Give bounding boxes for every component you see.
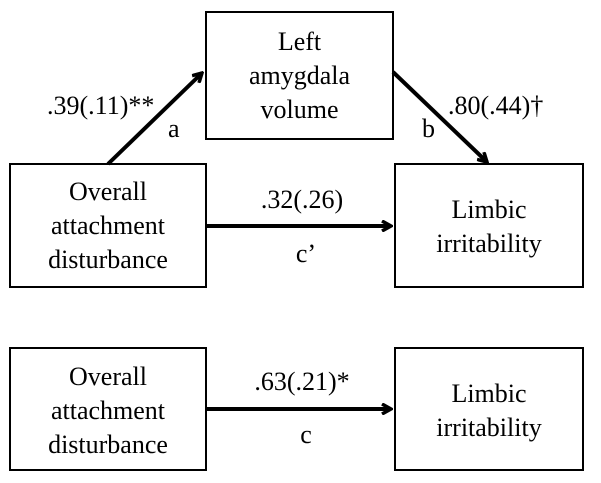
path-a-arrow: [106, 73, 202, 166]
path-c-prime-label: c’: [296, 239, 316, 268]
path-b: .80(.44)† b: [391, 70, 543, 162]
total-outcome-label-line-2: irritability: [436, 413, 541, 442]
mediator-label-line-2: amygdala: [249, 61, 351, 90]
total-predictor-box: [9, 347, 207, 471]
outcome-label-line-1: Limbic: [451, 195, 526, 224]
total-outcome-box: [394, 347, 584, 471]
path-a: .39(.11)** a: [47, 73, 202, 166]
path-a-label: a: [168, 114, 180, 143]
total-effect-model: Overall attachment disturbance Limbic ir…: [9, 347, 584, 471]
total-predictor-node: Overall attachment disturbance: [9, 347, 207, 471]
outcome-label-line-2: irritability: [436, 229, 541, 258]
mediator-label-line-1: Left: [278, 27, 322, 56]
mediation-model: Left amygdala volume Overall attachment …: [9, 11, 584, 288]
total-outcome-label-line-1: Limbic: [451, 379, 526, 408]
predictor-label-line-3: disturbance: [48, 245, 168, 274]
mediator-node: Left amygdala volume: [205, 11, 394, 140]
outcome-node: Limbic irritability: [394, 163, 584, 288]
path-c: .63(.21)* c: [206, 367, 391, 449]
path-c-prime-coefficient: .32(.26): [261, 185, 343, 214]
total-predictor-label-line-2: attachment: [51, 396, 166, 425]
path-c-prime: .32(.26) c’: [206, 185, 391, 268]
mediator-box: [205, 11, 394, 140]
predictor-node: Overall attachment disturbance: [9, 163, 207, 288]
predictor-label-line-2: attachment: [51, 211, 166, 240]
mediator-label-line-3: volume: [261, 95, 339, 124]
predictor-box: [9, 163, 207, 288]
outcome-box: [394, 163, 584, 288]
path-b-arrow: [391, 70, 487, 162]
path-b-coefficient: .80(.44)†: [448, 91, 543, 120]
path-c-coefficient: .63(.21)*: [254, 367, 349, 396]
total-predictor-label-line-3: disturbance: [48, 430, 168, 459]
path-b-label: b: [422, 114, 435, 143]
path-a-coefficient: .39(.11)**: [47, 91, 154, 120]
path-c-label: c: [300, 420, 312, 449]
total-outcome-node: Limbic irritability: [394, 347, 584, 471]
total-predictor-label-line-1: Overall: [69, 362, 147, 391]
predictor-label-line-1: Overall: [69, 177, 147, 206]
